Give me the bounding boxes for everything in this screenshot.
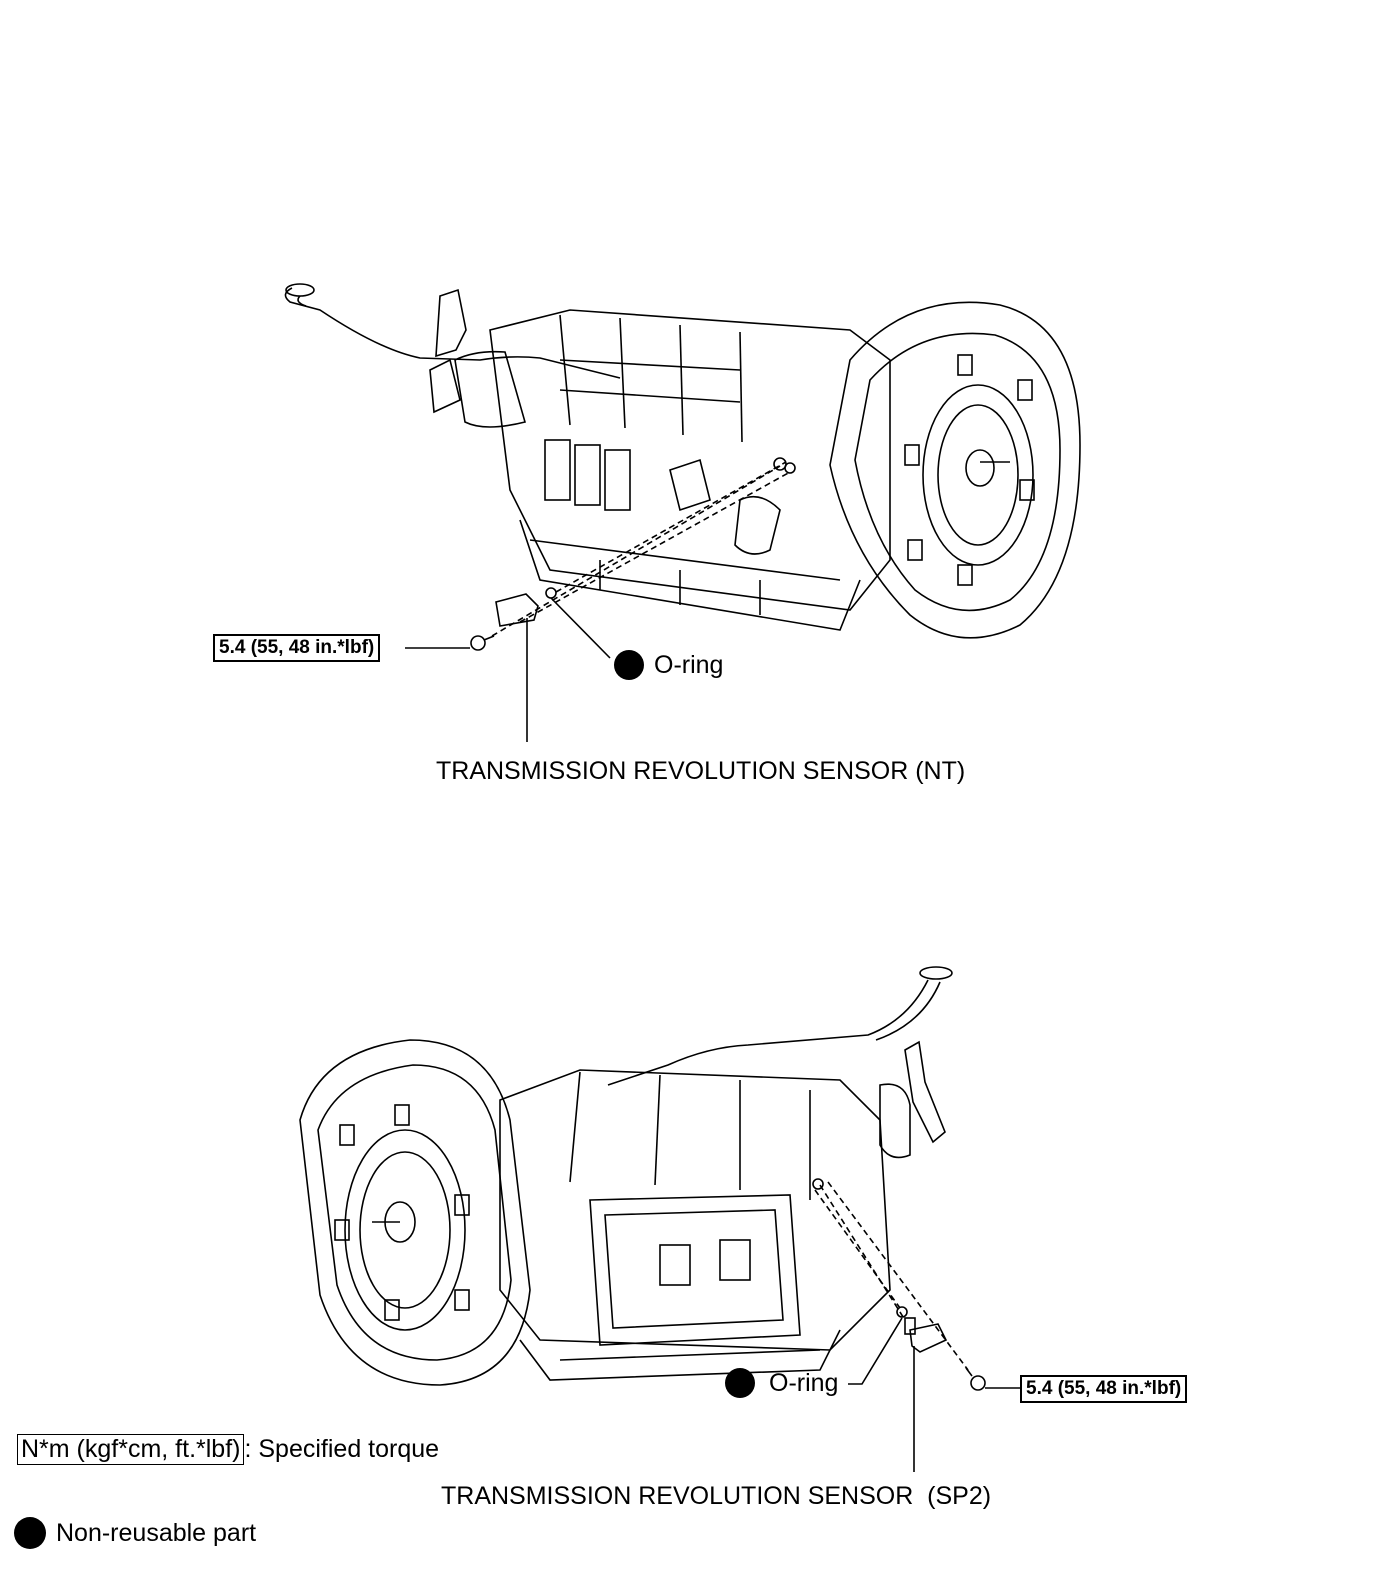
torque-spec-label-bottom: 5.4 (55, 48 in.*lbf) [1020, 1375, 1188, 1403]
oring-label-bottom: O-ring [769, 1368, 839, 1397]
legend-torque-box: N*m (kgf*cm, ft.*lbf) [17, 1434, 245, 1465]
legend-nonreusable-text: Non-reusable part [56, 1518, 257, 1547]
legend-torque: N*m (kgf*cm, ft.*lbf) : Specified torque [17, 1434, 439, 1465]
sensor-label-nt: TRANSMISSION REVOLUTION SENSOR (NT) [436, 757, 966, 785]
oring-label-top: O-ring [654, 650, 724, 679]
non-reusable-dot-icon [725, 1368, 755, 1398]
sensor-label-sp2: TRANSMISSION REVOLUTION SENSOR (SP2) [441, 1482, 992, 1510]
non-reusable-dot-icon [14, 1517, 46, 1549]
legend-nonreusable: Non-reusable part [14, 1517, 256, 1549]
oring-callout-top: O-ring [614, 650, 723, 680]
non-reusable-dot-icon [614, 650, 644, 680]
legend-torque-text: : Specified torque [244, 1435, 440, 1463]
oring-callout-bottom: O-ring [725, 1368, 838, 1398]
torque-spec-label-top: 5.4 (55, 48 in.*lbf) [213, 634, 381, 662]
